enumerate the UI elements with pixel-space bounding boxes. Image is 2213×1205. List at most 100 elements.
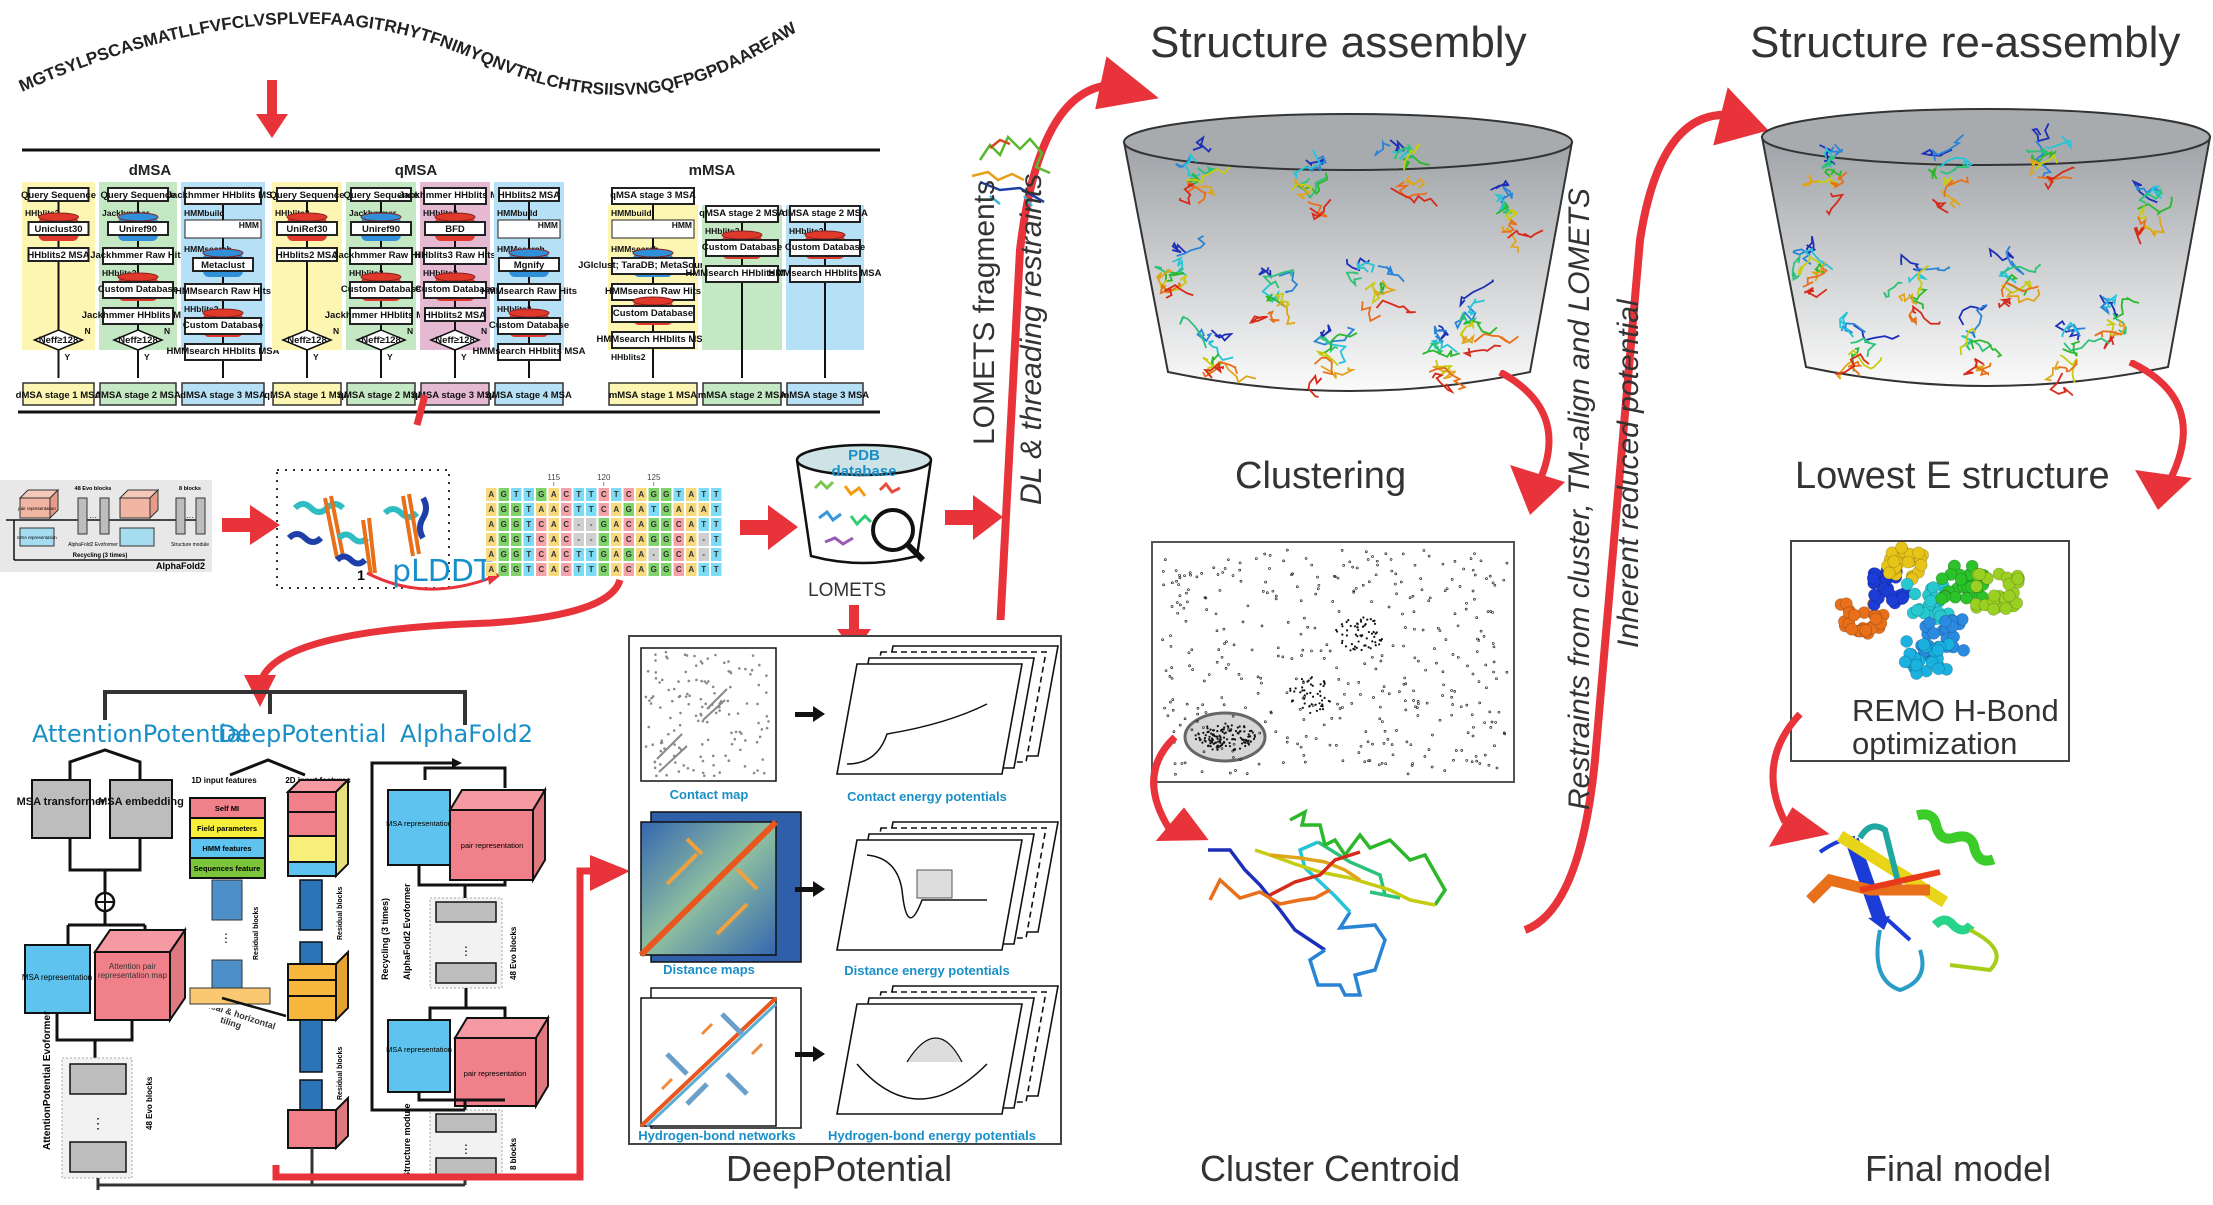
- decoy-point: [1372, 696, 1375, 699]
- atom-sphere: [1957, 644, 1970, 657]
- decoy-point: [1225, 640, 1228, 644]
- alignment-cell-letter: A: [551, 490, 557, 499]
- contact-dot: [695, 678, 698, 682]
- decoy-point-dense: [1216, 748, 1219, 751]
- decoy-point: [1325, 643, 1329, 647]
- remo-label-line-1: REMO H-Bond: [1852, 693, 2059, 728]
- decoy-point-dense: [1361, 625, 1365, 628]
- decoy-point-dense: [1374, 641, 1377, 644]
- protein-cartoon-3: [382, 493, 429, 557]
- alignment-cell: [511, 503, 522, 516]
- contact-dot: [692, 768, 695, 772]
- decoy-point: [1295, 585, 1299, 589]
- decoy-point: [1352, 590, 1356, 594]
- alignment-cell-letter: G: [663, 490, 669, 499]
- msa-step-label: HMMsearch HHblits MSA: [769, 268, 882, 279]
- hbond-energy-curve: [856, 1063, 988, 1100]
- alignment-cell: [511, 533, 522, 546]
- clustering-scatter-plot: [1151, 541, 1515, 783]
- decoy-point: [1366, 740, 1370, 744]
- alignment-cell-letter: A: [613, 550, 619, 559]
- msa-step-label: HMMsearch Raw Hits: [481, 286, 577, 297]
- msa-step-box: [184, 317, 262, 335]
- alignment-cell: [611, 563, 622, 576]
- decoy-point-dense: [1221, 730, 1224, 734]
- decoy-point: [1485, 686, 1488, 690]
- msa-step-box: [27, 221, 90, 236]
- contact-dot: [684, 695, 688, 698]
- decoy-structure-trace: [1965, 303, 1988, 339]
- decoy-point: [1444, 638, 1448, 642]
- decoy-structure-trace: [1210, 329, 1234, 342]
- decoy-point: [1413, 563, 1417, 567]
- decoy-point: [1274, 597, 1278, 601]
- decoy-point: [1364, 550, 1368, 554]
- alignment-cell: [648, 533, 659, 546]
- alignment-cell: [498, 548, 509, 561]
- alignment-cell-letter: T: [714, 535, 719, 544]
- decoy-point-dense: [1355, 646, 1358, 649]
- decoy-point: [1342, 563, 1346, 567]
- decoy-structure-trace: [1825, 192, 1845, 217]
- contact-dot: [665, 773, 668, 777]
- decoy-point: [1328, 649, 1332, 653]
- decoy-point-dense: [1322, 684, 1325, 688]
- alignment-cell: [623, 503, 634, 516]
- contact-dot: [686, 766, 690, 770]
- msa-step-label: Custom Database: [785, 242, 865, 253]
- msa-step-label: Custom Database: [613, 308, 693, 319]
- msa-tool-label: Jackhmmer: [102, 208, 150, 218]
- decoy-structure-trace: [1988, 247, 2015, 262]
- decoy-point: [1317, 583, 1321, 587]
- decoy-structure-trace: [1402, 143, 1421, 171]
- contact-dot: [700, 679, 703, 683]
- deeppotential-title: DeepPotential: [726, 1148, 953, 1189]
- decoy-point: [1281, 655, 1285, 659]
- decoy-point: [1494, 721, 1497, 724]
- atom-sphere: [1900, 635, 1913, 648]
- alignment-cell: [511, 518, 522, 531]
- atom-sphere: [1908, 587, 1922, 601]
- msa-tool-label: HMMbuild: [611, 208, 652, 218]
- decoy-point: [1276, 646, 1280, 650]
- alignment-cell-letter: C: [563, 490, 569, 499]
- svg-text:1: 1: [357, 567, 365, 583]
- msa-step-box: [497, 343, 561, 361]
- decoy-structure-trace: [1791, 253, 1801, 282]
- decoy-point-dense: [1211, 748, 1214, 751]
- alignment-cell-letter: C: [626, 490, 632, 499]
- decoy-point: [1341, 706, 1344, 709]
- atom-sphere: [1900, 577, 1914, 591]
- decoy-point-dense: [1318, 690, 1322, 693]
- alignment-cell: [686, 488, 697, 501]
- decoy-point: [1395, 592, 1398, 596]
- msa-step-box: [789, 239, 861, 257]
- decoy-structure-trace: [1839, 311, 1854, 338]
- alignment-cell-letter: A: [638, 550, 644, 559]
- database-cylinder-top: [117, 212, 159, 222]
- alignment-cell-letter: C: [626, 520, 632, 529]
- dp-residual-label-2: Residual blocks: [337, 887, 344, 940]
- decoy-point: [1382, 685, 1386, 688]
- alignment-cell-letter: T: [576, 565, 581, 574]
- decoy-structure-trace: [1963, 357, 1985, 376]
- decoy-point: [1352, 589, 1356, 593]
- msa-embedding-box: [109, 779, 173, 839]
- msa-step-label: Jackhmmer HHblits MSA: [82, 310, 195, 321]
- decoy-structure-trace: [2137, 196, 2173, 216]
- decoy-point-dense: [1243, 730, 1246, 733]
- alignment-cell: [523, 533, 534, 546]
- decoy-point: [1357, 751, 1361, 755]
- decoy-point-dense: [1349, 624, 1352, 628]
- decoy-point: [1328, 743, 1332, 747]
- decoy-point: [1502, 731, 1506, 735]
- decoy-point-dense: [1303, 697, 1306, 700]
- decoy-point: [1183, 574, 1186, 578]
- decoy-point-dense: [1208, 735, 1211, 738]
- alignment-cell-letter: A: [488, 520, 494, 529]
- alignment-cell-letter: G: [663, 535, 669, 544]
- decoy-point: [1189, 573, 1192, 577]
- decoy-point-dense: [1301, 706, 1304, 709]
- hbond-networks-label: Hydrogen-bond networks: [638, 1128, 795, 1143]
- decoy-point: [1460, 748, 1464, 752]
